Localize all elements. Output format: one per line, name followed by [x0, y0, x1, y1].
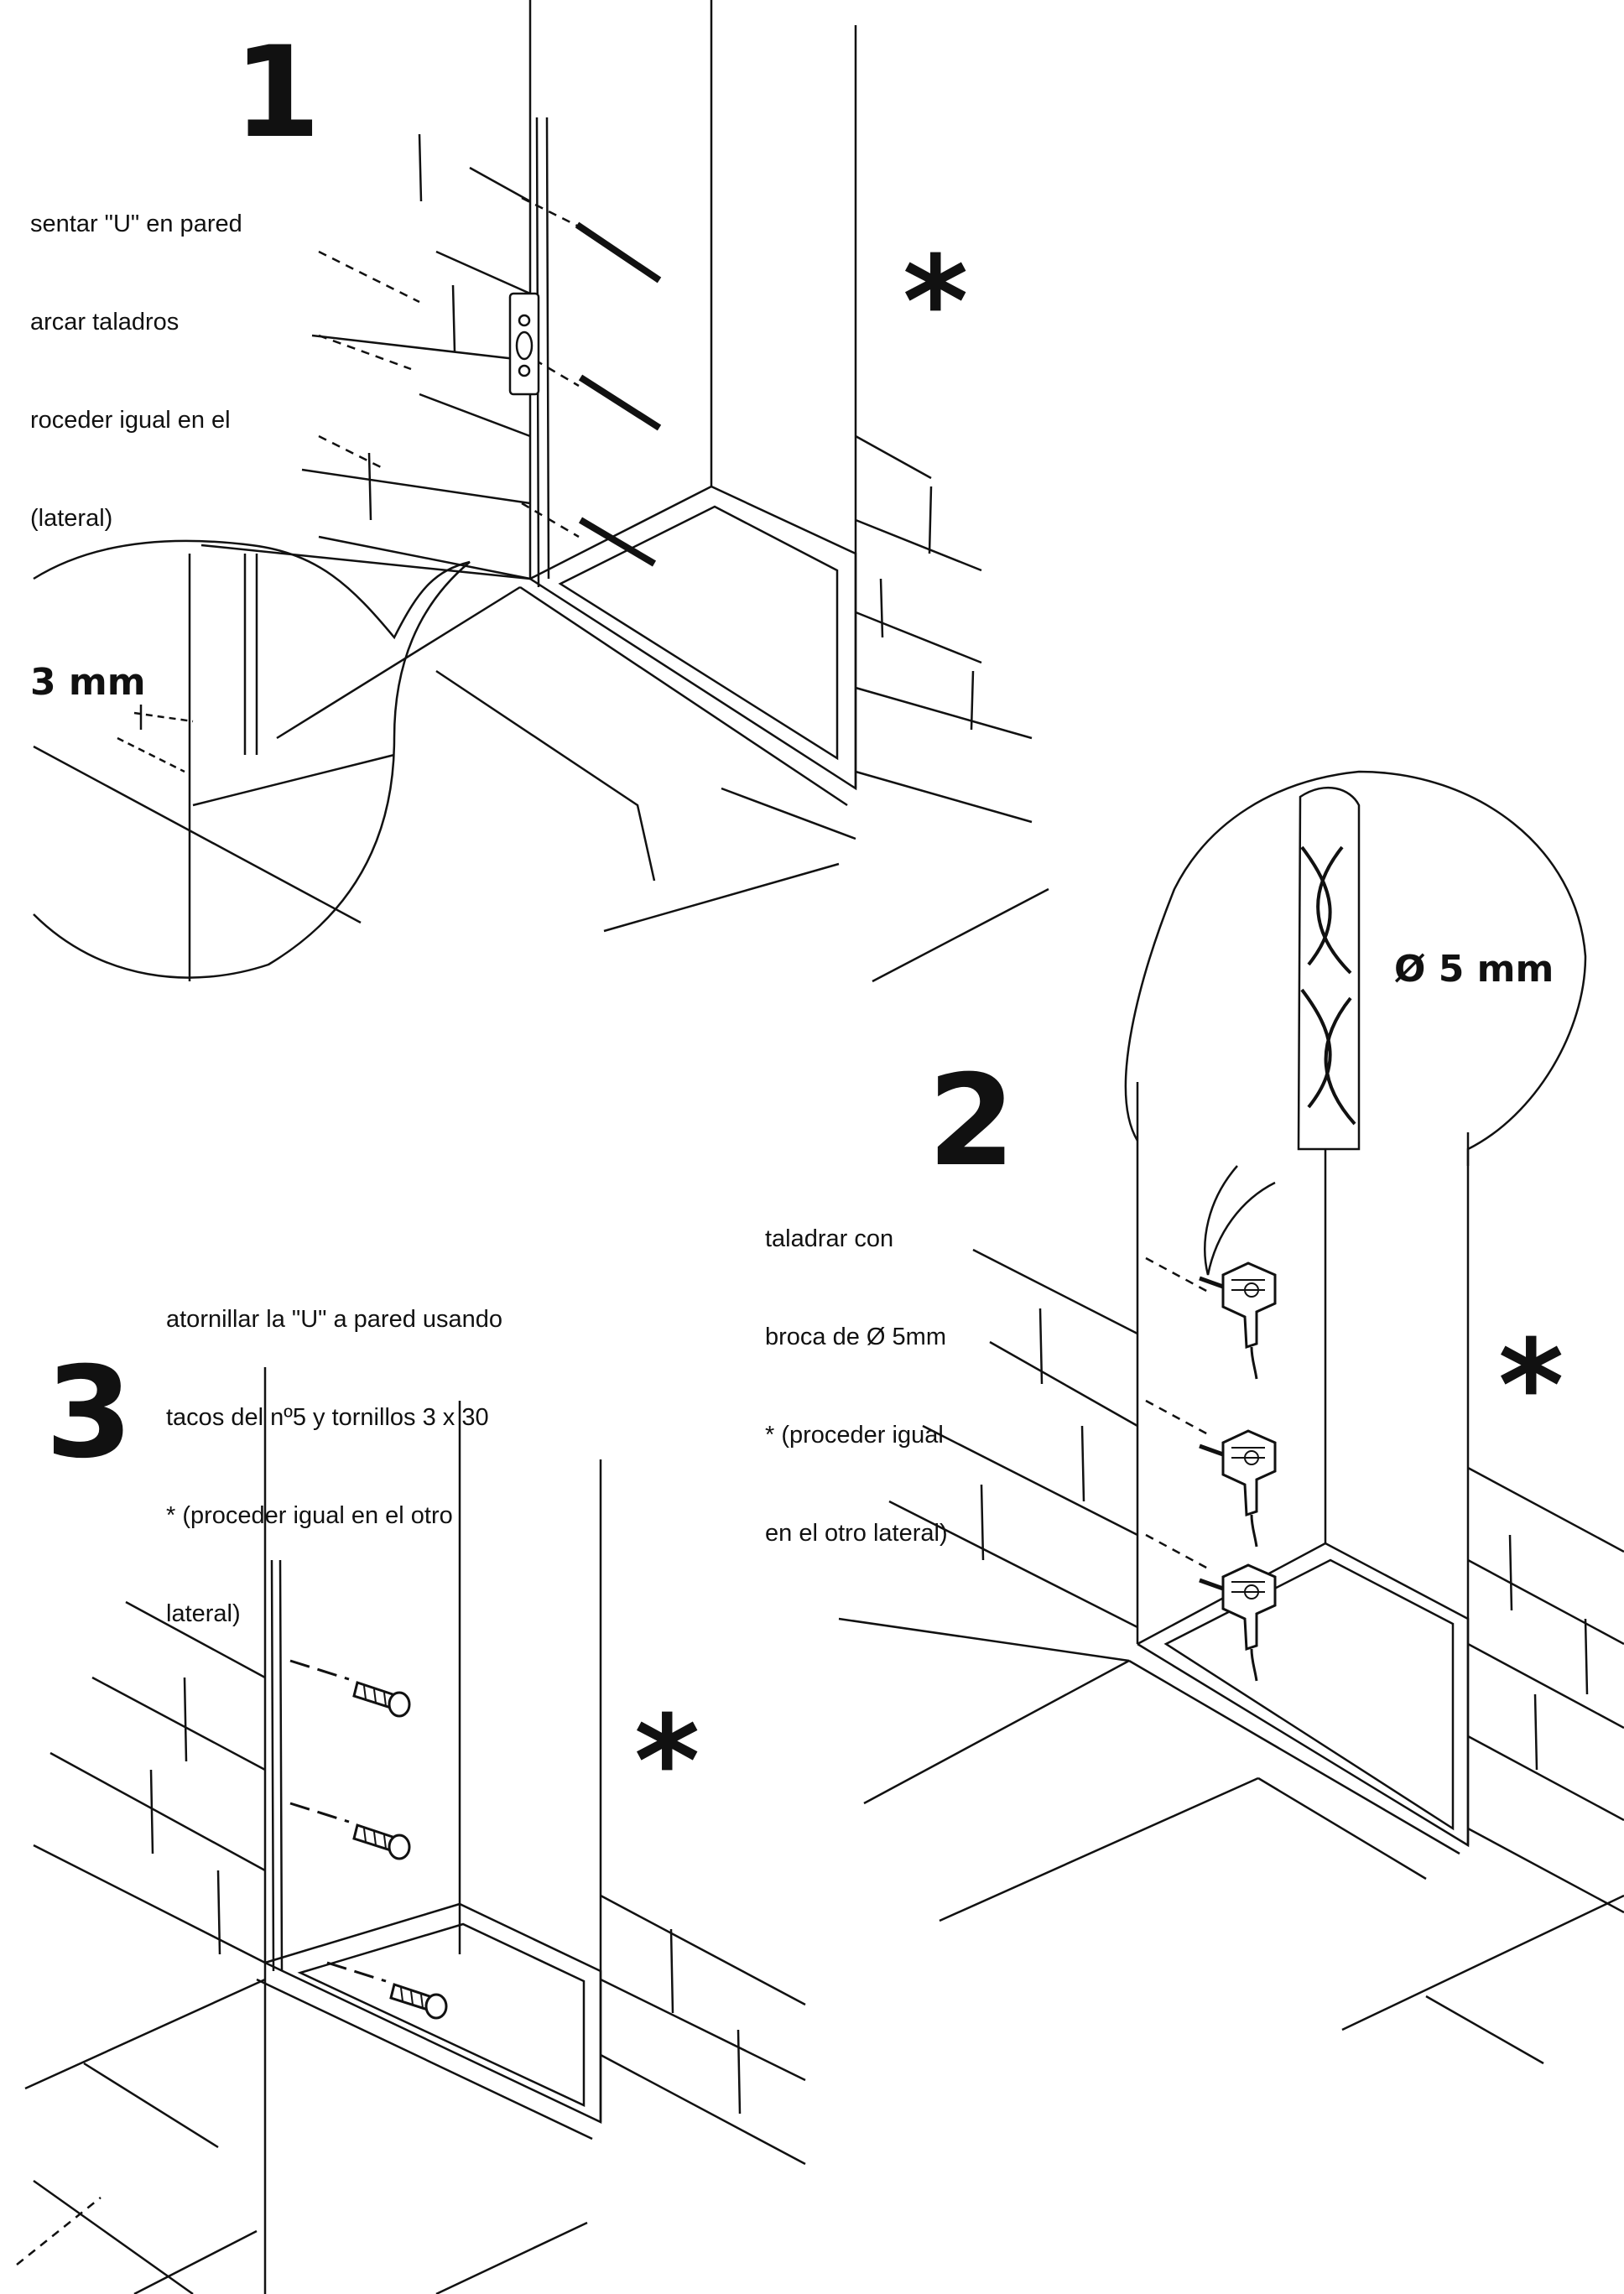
step-1-line: sentar "U" en pared — [30, 211, 242, 237]
step-1-number: 1 — [233, 20, 321, 166]
gap-dimension-label: 3 mm — [30, 661, 146, 704]
wall-plug-icon — [289, 1659, 448, 2020]
asterisk-marker: * — [903, 230, 969, 376]
step-2-line: * (proceder igual — [765, 1422, 944, 1449]
step-2-illustration — [838, 770, 1624, 2065]
drill-bit-diameter-label: Ø 5 mm — [1394, 948, 1554, 991]
step-2-line: taladrar con — [765, 1225, 894, 1252]
step-3-line: tacos del nº5 y tornillos 3 x 30 — [166, 1404, 489, 1431]
step-3-illustration — [16, 1367, 806, 2294]
step-2-number: 2 — [928, 1048, 1016, 1194]
asterisk-marker: * — [1498, 1313, 1564, 1459]
step-3-line: lateral) — [166, 1600, 241, 1627]
step-1-instructions: sentar "U" en pared arcar taladros roced… — [30, 143, 242, 568]
step-3-number: 3 — [45, 1340, 133, 1486]
step-3-line: * (proceder igual en el otro — [166, 1502, 453, 1529]
step-1-line: roceder igual en el — [30, 407, 231, 434]
asterisk-marker: * — [634, 1689, 700, 1835]
step-2-line: broca de Ø 5mm — [765, 1324, 946, 1350]
power-drill-icon — [1200, 1263, 1275, 1681]
step-1-line: (lateral) — [30, 505, 113, 532]
step-3-line: atornillar la "U" a pared usando — [166, 1306, 503, 1333]
step-1-illustration — [33, 0, 1049, 983]
step-3-instructions: atornillar la "U" a pared usando tacos d… — [166, 1238, 502, 1663]
step-1-line: arcar taladros — [30, 309, 180, 336]
step-2-line: en el otro lateral) — [765, 1520, 948, 1547]
step-2-instructions: taladrar con broca de Ø 5mm * (proceder … — [765, 1157, 948, 1583]
